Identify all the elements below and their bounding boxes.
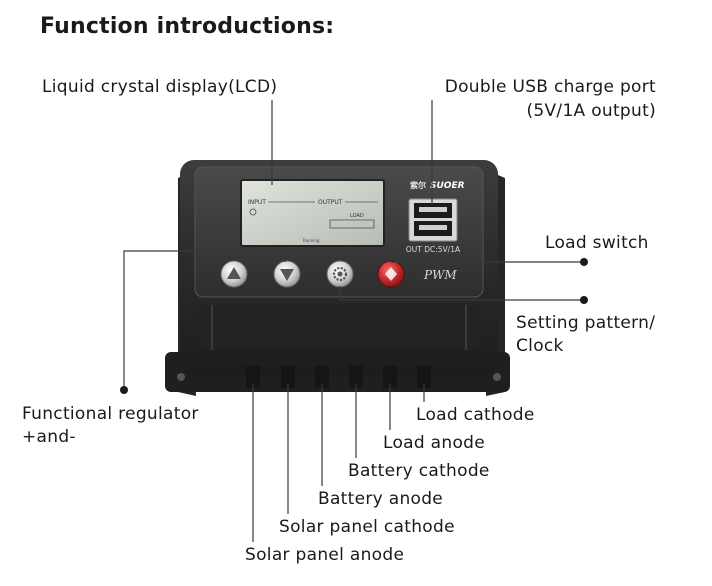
lcd-load-text: LOAD bbox=[350, 213, 364, 219]
label-lcd: Liquid crystal display(LCD) bbox=[42, 77, 278, 97]
dot-setting bbox=[580, 296, 588, 304]
gear-icon bbox=[332, 266, 348, 282]
arrow-down-icon bbox=[280, 269, 294, 281]
brand-logo: SUOER bbox=[430, 181, 465, 191]
label-regulator-line2: +and- bbox=[22, 427, 76, 447]
usb-output-text: OUT DC:5V/1A bbox=[406, 245, 461, 254]
load-switch-button[interactable] bbox=[377, 260, 405, 288]
lcd-running-text: Running bbox=[303, 238, 320, 243]
label-load-switch: Load switch bbox=[545, 233, 649, 253]
leader-regulator bbox=[123, 250, 286, 390]
lcd-output-text: OUTPUT bbox=[318, 199, 343, 206]
brand-cn: 索尔 bbox=[410, 180, 426, 190]
arrow-up-icon bbox=[227, 267, 241, 279]
pwm-text: PWM bbox=[423, 268, 457, 282]
up-button[interactable] bbox=[220, 260, 248, 288]
label-battery-anode: Battery anode bbox=[318, 489, 444, 509]
label-load-anode: Load anode bbox=[383, 433, 486, 453]
dot-regulator bbox=[120, 386, 128, 394]
leader-setting bbox=[339, 286, 584, 301]
usb-port-block bbox=[408, 198, 458, 242]
label-usb-line2: (5V/1A output) bbox=[526, 101, 656, 121]
label-setting-line1: Setting pattern/ bbox=[516, 313, 656, 333]
dot-load-switch bbox=[580, 258, 588, 266]
lcd-input-text: INPUT bbox=[248, 199, 266, 206]
label-solar-anode: Solar panel anode bbox=[245, 545, 405, 565]
leader-dots bbox=[120, 258, 588, 394]
label-setting-line2: Clock bbox=[516, 336, 564, 356]
label-load-cathode: Load cathode bbox=[416, 405, 535, 425]
down-button[interactable] bbox=[273, 260, 301, 288]
label-solar-cathode: Solar panel cathode bbox=[279, 517, 455, 537]
page-title: Function introductions: bbox=[40, 14, 335, 39]
leader-lines bbox=[123, 100, 584, 542]
setting-button[interactable] bbox=[326, 260, 354, 288]
lcd-screen: INPUT OUTPUT LOAD Running bbox=[240, 179, 385, 247]
label-regulator-line1: Functional regulator bbox=[22, 404, 199, 424]
label-battery-cathode: Battery cathode bbox=[348, 461, 490, 481]
power-icon bbox=[385, 267, 397, 281]
label-usb-line1: Double USB charge port bbox=[444, 77, 656, 97]
